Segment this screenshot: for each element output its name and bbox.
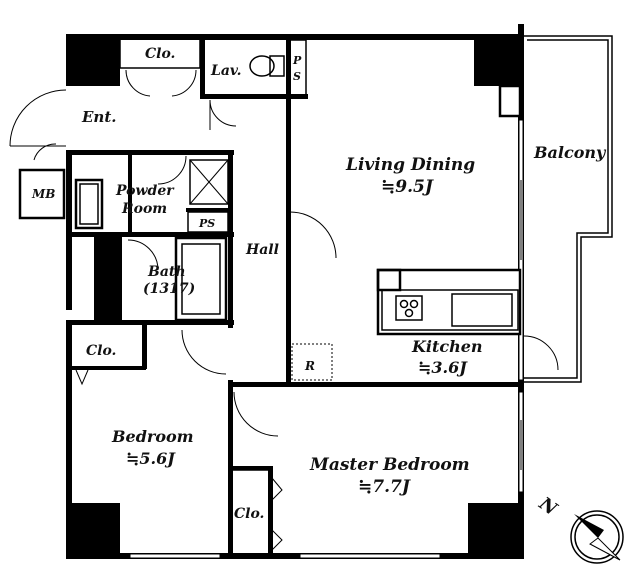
bath-label: Bath <box>147 264 186 280</box>
bedroom-size: ≒5.6J <box>126 449 176 468</box>
powder-room-label-2: Room <box>121 201 167 217</box>
kitchen-size: ≒3.6J <box>418 358 468 377</box>
windows <box>129 119 524 559</box>
balcony-label: Balcony <box>533 143 607 162</box>
hall-label: Hall <box>245 242 279 258</box>
refrigerator-label: R <box>304 359 315 373</box>
kitchen-label: Kitchen <box>411 337 483 356</box>
ps-top-label-2: S <box>293 70 301 83</box>
compass-north-label: N <box>534 493 562 521</box>
closet-bedroom-label: Clo. <box>86 343 116 359</box>
balcony-outline <box>521 35 613 383</box>
entrance-label: Ent. <box>81 108 117 126</box>
ps-small-label: PS <box>198 217 215 230</box>
top-closet <box>119 37 201 97</box>
refrigerator <box>291 343 333 381</box>
bath-fixtures <box>127 236 228 322</box>
master-bedroom-label: Master Bedroom <box>309 455 470 475</box>
lavatory-fixtures <box>209 39 307 130</box>
ps-top-label-1: P <box>292 54 302 67</box>
closet-fixtures <box>75 369 283 555</box>
living-dining-size: ≒9.5J <box>381 177 434 197</box>
kitchen-counter <box>376 268 522 336</box>
compass-icon: N <box>534 493 624 564</box>
living-dining-label: Living Dining <box>345 155 475 175</box>
master-bedroom-size: ≒7.7J <box>358 477 411 497</box>
powder-room-fixtures <box>157 155 229 233</box>
bedroom-label: Bedroom <box>111 427 194 446</box>
structural-columns <box>66 34 524 559</box>
interior-walls <box>66 38 520 558</box>
closet-top-label: Clo. <box>145 46 175 62</box>
hall-doors <box>181 211 559 437</box>
lavatory-label: Lav. <box>210 63 242 79</box>
powder-room-label-1: Powder <box>115 183 175 199</box>
entrance-area <box>9 89 104 230</box>
closet-master-label: Clo. <box>234 506 264 522</box>
mb-label: MB <box>31 187 55 201</box>
bath-size: (1317) <box>143 281 195 297</box>
